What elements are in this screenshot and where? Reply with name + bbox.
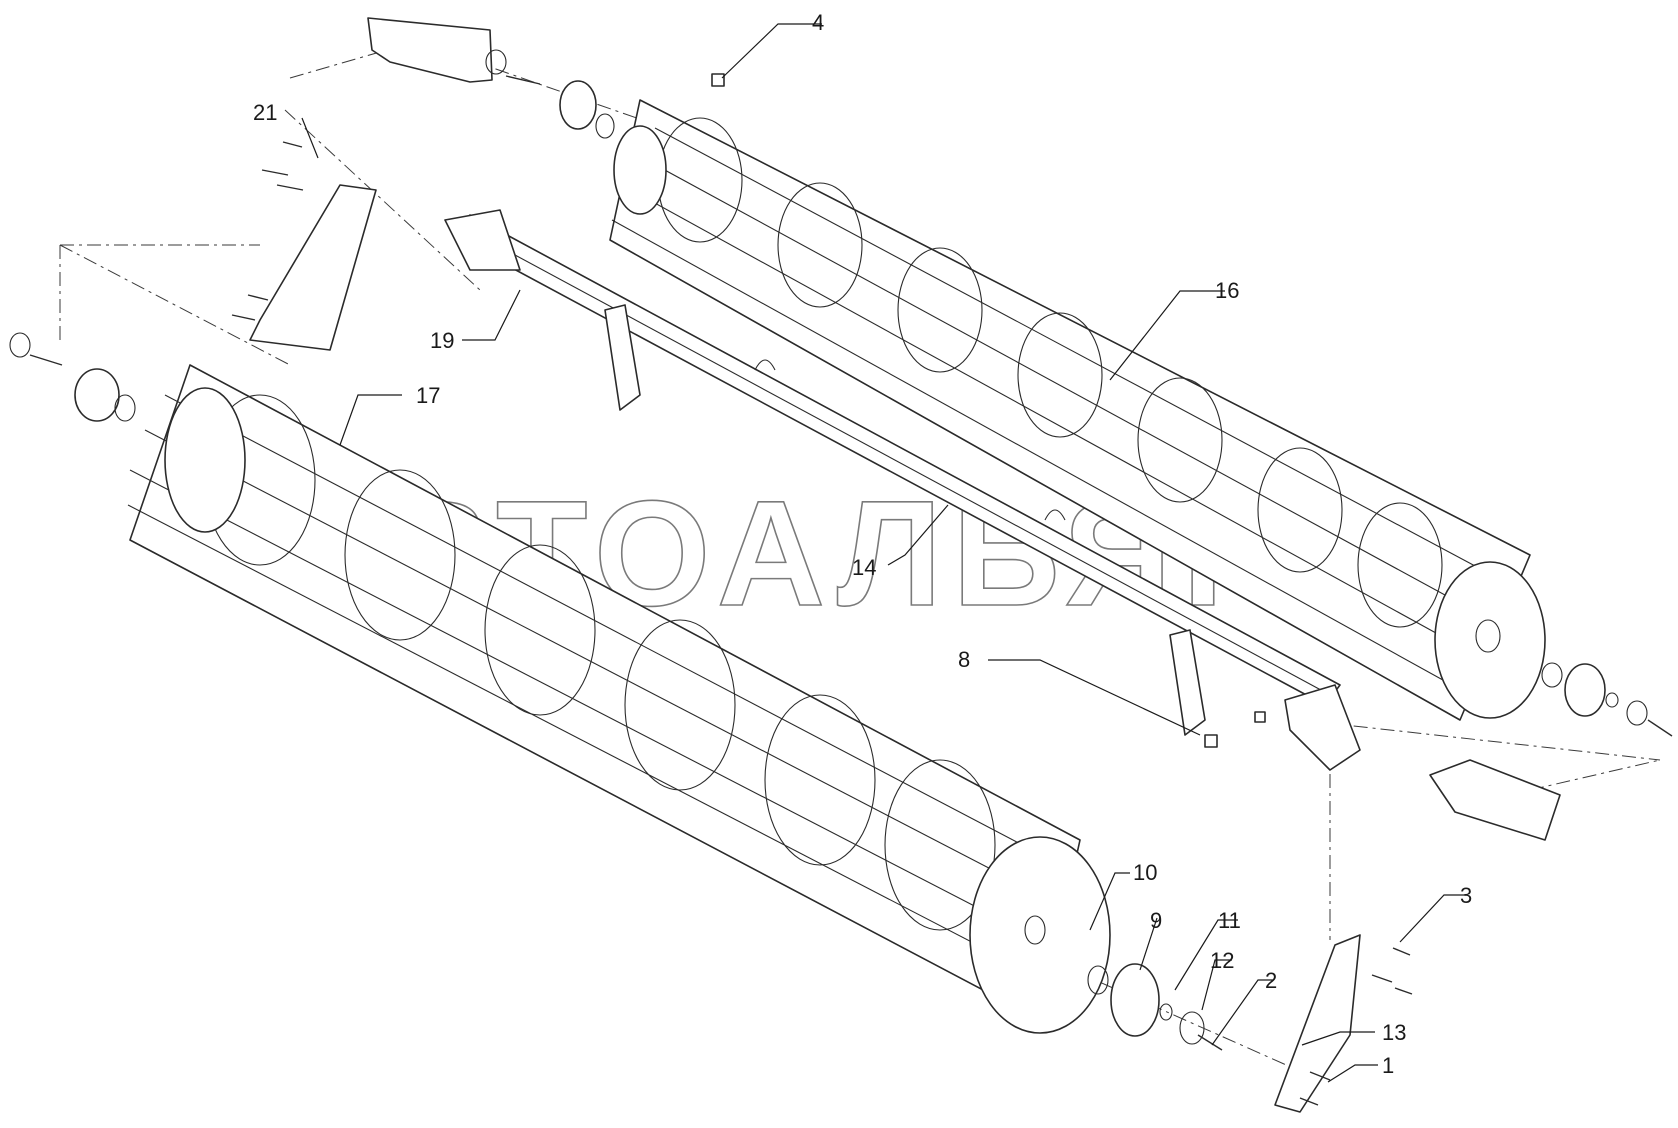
top-bracket [367,17,493,83]
callout-2: 2 [1265,968,1277,993]
callout-14: 14 [852,555,876,580]
callout-3: 3 [1460,883,1472,908]
upper-roller [609,99,1546,721]
callout-leaders [301,23,1466,1083]
callout-4: 4 [812,10,824,35]
callout-21: 21 [253,100,277,125]
bearing-9 [1110,963,1160,1037]
callout-19: 19 [430,328,454,353]
right-bracket [1429,759,1561,841]
callout-13: 13 [1382,1020,1406,1045]
callout-1: 1 [1382,1053,1394,1078]
right-bearing [1564,663,1606,717]
callout-9: 9 [1150,908,1162,933]
frame-beam [444,209,1361,771]
callout-12: 12 [1210,948,1234,973]
callout-16: 16 [1215,278,1239,303]
callout-labels: 4 21 16 19 17 14 8 10 9 11 12 3 2 13 1 [253,10,1472,1078]
top-bearing [559,80,597,130]
callout-17: 17 [416,383,440,408]
left-bracket [249,184,377,351]
callout-11: 11 [1218,908,1241,933]
callout-10: 10 [1133,860,1157,885]
left-bearing [74,368,120,422]
hardware [9,17,1673,1113]
callout-8: 8 [958,647,970,672]
lower-roller [127,364,1111,1034]
bracket-13 [1274,934,1361,1113]
